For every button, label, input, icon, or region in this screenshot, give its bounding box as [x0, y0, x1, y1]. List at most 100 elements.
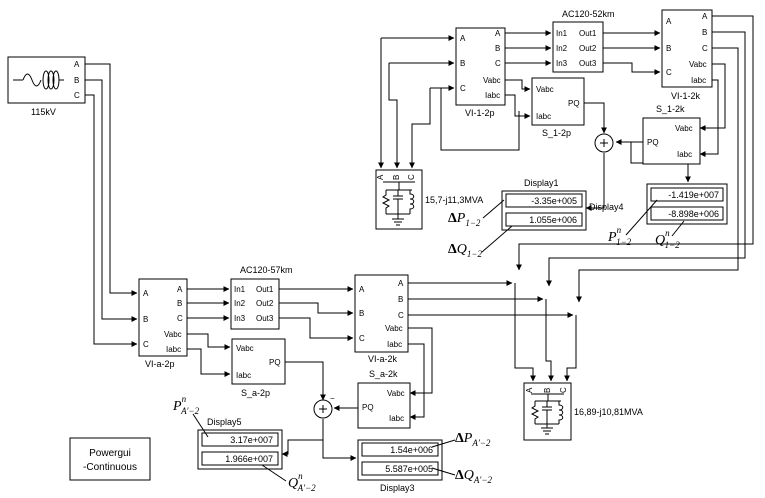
vi12k-out-b: B: [702, 28, 707, 37]
vi12k-out-iabc: Iabc: [691, 76, 706, 85]
display3-block[interactable]: 1.54e+006 5.587e+005: [357, 439, 443, 481]
load1-port-a: A: [376, 174, 385, 180]
via2k-out-c: C: [398, 311, 404, 320]
display5-block[interactable]: 3.17e+007 1.966e+007: [197, 429, 283, 470]
sum-icon: [600, 139, 608, 147]
s12k-iabc: Iabc: [677, 150, 692, 159]
anno-Pn12-base: P: [607, 230, 617, 245]
display4-value-2: -8.898e+006: [668, 209, 719, 219]
anno-Qn12-sub: 1−2: [665, 240, 681, 250]
s-a-2k-block[interactable]: Vabc Iabc PQ: [357, 382, 411, 429]
via2k-in-c: C: [359, 334, 365, 343]
line-57km-block[interactable]: In1 In2 In3 Out1 Out2 Out3: [230, 278, 280, 330]
wire-vi-a2k-s-vabc: [408, 327, 433, 396]
s12p-iabc: Iabc: [536, 112, 551, 121]
wire-vi-a2k-s-iabc: [408, 343, 425, 420]
wire-line57-vi-a2k-b: [279, 302, 354, 316]
load1-block[interactable]: A B C: [375, 169, 423, 230]
source-115kv[interactable]: A B C: [7, 56, 86, 104]
anno-dPA2-delta: Δ: [455, 431, 464, 446]
rlc-load-icon: [381, 181, 415, 226]
sa2p-iabc: Iabc: [236, 371, 251, 380]
svg-text:ΔQ1−2: ΔQ1−2: [448, 242, 482, 259]
display4-block[interactable]: -1.419e+007 -8.898e+006: [646, 183, 728, 225]
display3-value-1: 1.54e+006: [390, 445, 433, 455]
wire-top-cc2: [409, 88, 431, 169]
wire-vi12k-out-c: [576, 47, 739, 303]
anno-dQ12-sub: 1−2: [467, 249, 483, 259]
vi12p-out-vabc: Vabc: [483, 76, 501, 85]
vi-a-2k-block[interactable]: A B C A B C Vabc Iabc: [354, 274, 409, 353]
source-port-a: A: [74, 60, 80, 69]
s12k-label: S_1-2k: [656, 104, 685, 114]
anno-dP12: ΔP1−2: [448, 199, 505, 228]
display5-title: Display5: [207, 417, 242, 427]
wire-line52-vi12k-c: [603, 62, 661, 75]
wire-vi12p-s-iabc: [505, 94, 531, 119]
display5-value-1: 3.17e+007: [230, 435, 273, 445]
display3-value-2: 5.587e+005: [385, 464, 433, 474]
source-port-b: B: [74, 76, 79, 85]
svg-text:Pn1−2: Pn1−2: [607, 225, 632, 247]
s-1-2k-block[interactable]: Vabc Iabc PQ: [642, 117, 701, 165]
via2k-in-b: B: [359, 309, 364, 318]
vi-1-2p-block[interactable]: A B C A B C Vabc Iabc: [455, 27, 506, 106]
svg-text:ΔP1−2: ΔP1−2: [448, 211, 481, 228]
ac-source-icon: [13, 70, 64, 90]
wire-vi12k-s-iabc: [699, 79, 719, 157]
vi-1-2k-block[interactable]: A B C A B C Vabc Iabc: [661, 9, 713, 88]
svg-text:ΔQA′−2: ΔQA′−2: [455, 468, 492, 485]
sa2p-vabc: Vabc: [236, 344, 254, 353]
line52-out2: Out2: [579, 44, 597, 53]
sum-bottom-minus: −: [330, 394, 335, 403]
sum-top[interactable]: [594, 133, 614, 153]
via2k-label: VI-a-2k: [368, 354, 398, 364]
s12p-vabc: Vabc: [536, 85, 554, 94]
line57-title: AC120-57km: [240, 265, 293, 275]
sa2k-vabc: Vabc: [387, 389, 405, 398]
via2k-out-b: B: [398, 295, 403, 304]
vi-a-2p-block[interactable]: A B C A B C Vabc Iabc: [138, 278, 188, 357]
display1-block[interactable]: -3.35e+005 1.055e+006: [501, 190, 587, 231]
line57-out2: Out2: [256, 299, 274, 308]
anno-dQ12: ΔQ1−2: [448, 225, 513, 259]
vi12p-out-b: B: [495, 44, 500, 53]
svg-text:ΔPA′−2: ΔPA′−2: [455, 431, 491, 448]
vi12p-in-a: A: [460, 34, 466, 43]
powergui-block[interactable]: Powergui -Continuous: [69, 437, 151, 481]
s-1-2p-block[interactable]: Vabc Iabc PQ: [531, 77, 585, 126]
wire-vi12k-out-b: [546, 31, 746, 287]
anno-PnA2-sub: A′−2: [180, 406, 200, 416]
svg-text:Qn1−2: Qn1−2: [655, 228, 680, 250]
wire-drop-a: [514, 283, 536, 382]
wire-vi12k-out-a: [516, 15, 754, 271]
wire-source-a: [85, 63, 138, 296]
line52-title: AC120-52km: [562, 9, 615, 19]
load2-block[interactable]: A B C: [523, 382, 572, 441]
anno-QnA2-base: Q: [288, 476, 298, 491]
anno-PnA2-base: P: [172, 399, 182, 414]
via2p-out-c: C: [177, 314, 183, 323]
wire-top-bb2: [388, 63, 400, 169]
vi12p-in-b: B: [460, 59, 465, 68]
wires: [85, 15, 754, 461]
load2-port-b: B: [543, 388, 552, 393]
s-a-2p-block[interactable]: Vabc Iabc PQ: [231, 338, 286, 385]
svg-text:PnA′−2: PnA′−2: [172, 394, 200, 416]
vi12p-out-iabc: Iabc: [485, 91, 500, 100]
vi12p-label: VI-1-2p: [465, 108, 495, 118]
via2p-out-iabc: Iabc: [166, 345, 181, 354]
sum-bottom[interactable]: [313, 399, 333, 419]
line52-out1: Out1: [579, 29, 597, 38]
wire-drop-b: [545, 299, 554, 382]
via2p-out-b: B: [177, 299, 182, 308]
line52-in2: In2: [556, 44, 568, 53]
vi12k-out-c: C: [702, 44, 708, 53]
anno-Qn12-base: Q: [655, 233, 665, 248]
line57-out3: Out3: [256, 314, 274, 323]
line-52km-block[interactable]: In1 In2 In3 Out1 Out2 Out3: [552, 21, 604, 73]
wire-line57-vi-a2k-c: [279, 317, 354, 341]
